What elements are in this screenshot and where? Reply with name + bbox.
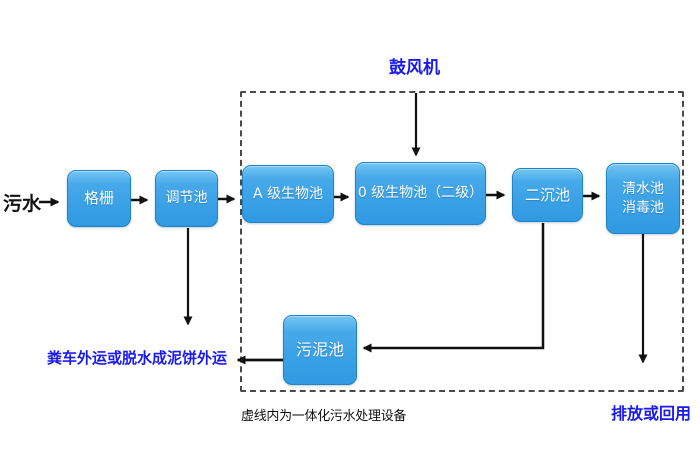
discharge-or-reuse-label: 排放或回用 <box>611 404 692 423</box>
node-secondary-sedimentation-tank: 二沉池 <box>512 168 583 222</box>
sludge-out-transport-label: 粪车外运或脱水成泥饼外运 <box>47 349 228 367</box>
node-a-level-bio-pool: A 级生物池 <box>242 165 334 223</box>
node-clean-water-disinfection-tank: 清水池 消毒池 <box>606 163 680 234</box>
node-sludge-pool: 污泥池 <box>283 315 357 385</box>
arrow-secondary-to-sludgepool <box>362 223 545 353</box>
node-o-level-bio-pool: 0 级生物池（二级） <box>355 162 486 225</box>
node-regulating-tank: 调节池 <box>155 170 218 227</box>
node-grid-screen: 格栅 <box>67 170 131 227</box>
integrated-equipment-boundary <box>240 91 684 392</box>
dashed-boundary-note: 虚线内为一体化污水处理设备 <box>241 409 407 424</box>
blower-label: 鼓风机 <box>389 58 440 78</box>
sewage-inlet-label: 污水 <box>3 193 42 215</box>
